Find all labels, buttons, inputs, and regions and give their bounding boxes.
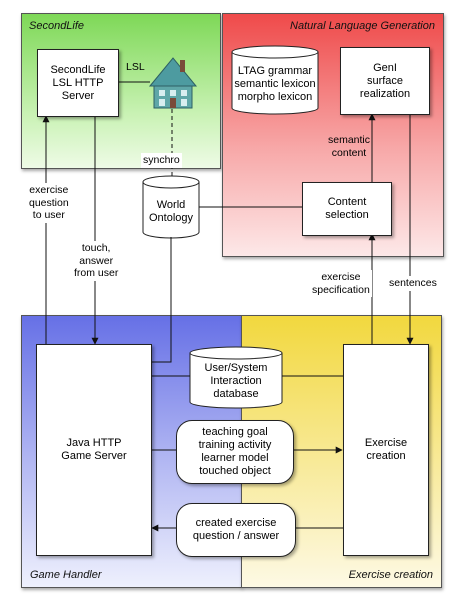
interaction-database: [189, 346, 283, 409]
world-ontology-label: World Ontology: [148, 199, 194, 224]
synchro-label: synchro: [141, 153, 182, 168]
content-selection-box: Content selection: [302, 182, 392, 236]
teaching-goal-box: teaching goal training activity learner …: [176, 420, 294, 484]
interaction-database-label: User/System Interaction database: [204, 361, 268, 400]
sentences-label: sentences: [387, 276, 439, 291]
created-exercise-box: created exercise question / answer: [176, 503, 296, 557]
touch-answer-label: touch, answer from user: [72, 241, 121, 281]
world-ontology-database: [142, 175, 200, 239]
geni-box: GenI surface realization: [340, 47, 430, 115]
lsl-label: LSL: [126, 61, 145, 73]
exercise-creation-box: Exercise creation: [343, 344, 429, 556]
ltag-label: LTAG grammar semantic lexicon morpho lex…: [234, 64, 316, 103]
region-title-exercise-creation: Exercise creation: [348, 569, 433, 581]
semantic-content-label: semantic content: [328, 134, 371, 159]
exercise-specification-label: exercise specification: [310, 270, 372, 297]
ltag-database: [231, 45, 319, 115]
house-icon: [148, 57, 198, 109]
region-title-second-life: SecondLife: [29, 20, 85, 32]
exercise-question-label: exercise question to user: [27, 183, 71, 223]
java-server-box: Java HTTP Game Server: [36, 344, 152, 556]
sl-server-box: SecondLife LSL HTTP Server: [37, 49, 119, 117]
region-title-game-handler: Game Handler: [30, 569, 102, 581]
region-title-nlg: Natural Language Generation: [290, 20, 435, 32]
